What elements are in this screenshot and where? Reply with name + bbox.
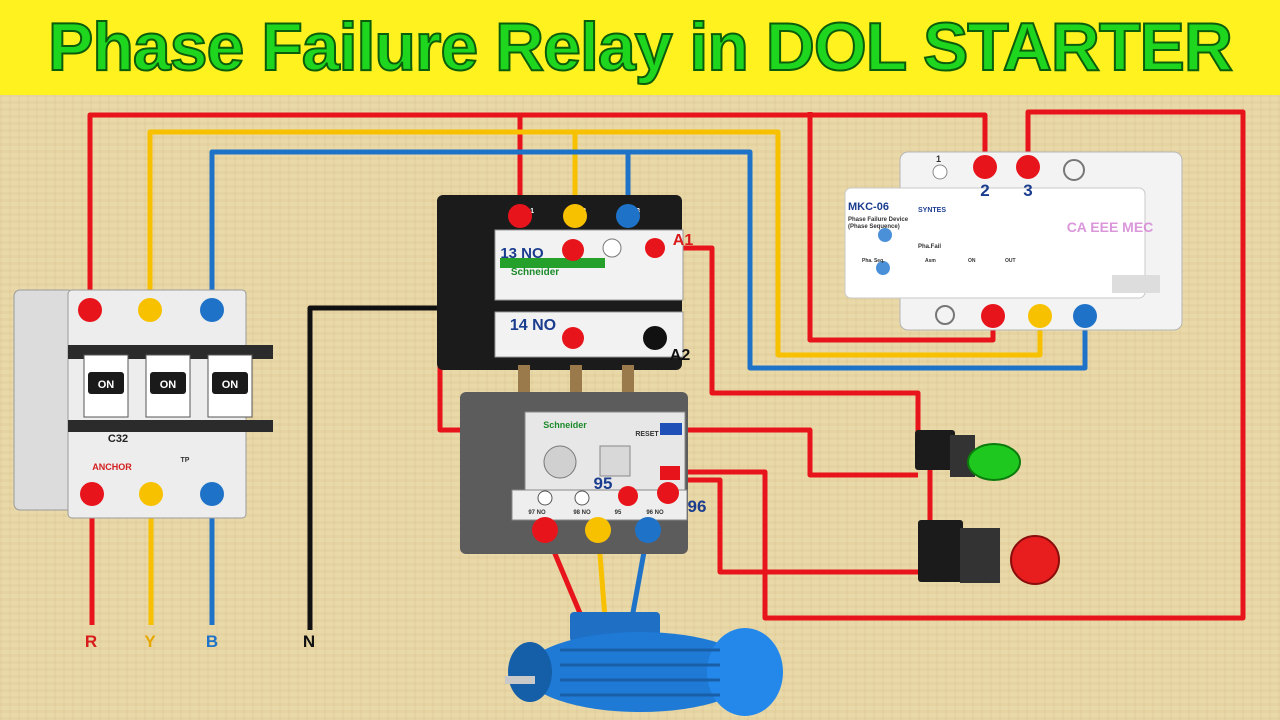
contactor-terminal-14[interactable] [562, 327, 584, 349]
relay-indicator-1: Pha. Seq. [862, 258, 885, 264]
contactor-terminal-a1[interactable] [645, 238, 665, 258]
title-bar [0, 0, 1280, 95]
terminal-96-label: 96 [688, 497, 707, 516]
breaker-terminal-r-out[interactable] [80, 482, 104, 506]
breaker-pole-1-label: ON [98, 379, 115, 391]
relay-terminal-1[interactable] [932, 164, 948, 180]
breaker-terminal-y-in[interactable] [138, 298, 162, 322]
overload-98-no: 98 NO [573, 510, 591, 516]
relay-watermark: CA EEE MEC [1067, 219, 1154, 235]
relay-terminal-r[interactable] [981, 304, 1005, 328]
relay-terminal-1-label: 1 [936, 154, 941, 164]
breaker-terminal-b-out[interactable] [200, 482, 224, 506]
overload-96-no: 96 NO [646, 510, 664, 516]
wire-y-supply [147, 129, 1043, 358]
aux-14-no-label: 14 NO [510, 317, 556, 334]
contactor-terminal-l2[interactable] [563, 204, 587, 228]
contactor-screw [602, 238, 622, 258]
overload-95-small: 95 [615, 510, 622, 516]
coil-a2-label: A2 [670, 347, 691, 364]
breaker-terminal-b-in[interactable] [200, 298, 224, 322]
coil-a1-label: A1 [673, 232, 694, 249]
relay-terminal-3[interactable] [1016, 155, 1040, 179]
aux-13-no-label: 13 NO [500, 245, 544, 262]
relay-brand: SYNTES [918, 207, 946, 214]
breaker-toggle-1[interactable] [88, 372, 124, 394]
wire-r-supply [87, 112, 988, 310]
breaker-terminal-y-out[interactable] [139, 482, 163, 506]
contactor-terminal-13[interactable] [562, 239, 584, 261]
overload-brand: Schneider [543, 420, 587, 430]
breaker-toggle-2[interactable] [150, 372, 186, 394]
wire-relay-3 [670, 109, 1246, 621]
breaker-brand: ANCHOR [92, 462, 132, 472]
overload-current-dial[interactable] [543, 445, 577, 479]
start-button-cap[interactable] [967, 443, 1021, 481]
breaker-terminal-r-in[interactable] [78, 298, 102, 322]
start-push-button[interactable] [915, 430, 1021, 481]
relay-sequence-knob[interactable] [878, 228, 892, 242]
breaker-rating: C32 [108, 433, 128, 445]
relay-indicator-3: ON [968, 258, 976, 264]
contactor[interactable]: Schneider L1 L2 L3 13 NO 14 NO A1 A2 [437, 195, 693, 395]
relay-terminal-2-label: 2 [980, 181, 989, 200]
relay-terminal-3-label: 3 [1023, 181, 1032, 200]
contactor-brand: Schneider [511, 267, 559, 278]
motor-shaft [505, 676, 535, 684]
relay-desc-1: Phase Failure Device [848, 217, 909, 223]
breaker-pole-2-label: ON [160, 379, 177, 391]
relay-indicator-2: Asm [925, 258, 936, 264]
overload-terminal-95[interactable] [618, 486, 638, 506]
relay-terminal-4[interactable] [1063, 159, 1085, 181]
overload-out-b[interactable] [635, 517, 661, 543]
wire-b-supply [209, 149, 1088, 371]
contactor-terminal-l3[interactable] [616, 204, 640, 228]
overload-relay[interactable]: Schneider RESET 97 NO 98 NO 95 96 NO 95 … [460, 392, 706, 554]
wire-a1-to-start [655, 245, 921, 440]
terminal-95-label: 95 [594, 474, 613, 493]
relay-terminal-b[interactable] [1073, 304, 1097, 328]
phase-failure-relay[interactable]: MKC-06 Phase Failure Device (Phase Seque… [844, 151, 1183, 331]
relay-fail-knob[interactable] [876, 261, 890, 275]
relay-model: MKC-06 [848, 201, 889, 213]
overload-out-y[interactable] [585, 517, 611, 543]
supply-label-b: B [206, 632, 218, 651]
mcb-breaker[interactable]: ON ON ON C32 ANCHOR TP [13, 289, 273, 519]
stop-button-cap[interactable] [1010, 535, 1060, 585]
contactor-terminal-l1[interactable] [508, 204, 532, 228]
relay-terminal-y[interactable] [1028, 304, 1052, 328]
relay-terminal-2[interactable] [973, 155, 997, 179]
contactor-terminal-a2[interactable] [643, 326, 667, 350]
overload-97-no: 97 NO [528, 510, 546, 516]
overload-reset-button[interactable] [660, 423, 682, 435]
stop-push-button[interactable] [918, 520, 1060, 585]
supply-label-n: N [303, 632, 315, 651]
relay-desc-2: (Phase Sequence) [848, 224, 900, 230]
three-phase-motor-icon [505, 612, 783, 716]
breaker-pole-3-label: ON [222, 379, 239, 391]
breaker-pole-type: TP [181, 457, 190, 464]
overload-terminal-96[interactable] [657, 482, 679, 504]
overload-out-r[interactable] [532, 517, 558, 543]
supply-label-y: Y [144, 632, 156, 651]
breaker-toggle-3[interactable] [212, 372, 248, 394]
relay-indicator-4: OUT [1005, 258, 1016, 264]
relay-knob-label: Pha.Fail [918, 244, 941, 250]
overload-reset-label: RESET [635, 431, 659, 438]
page-title: Phase Failure Relay in DOL STARTER [47, 8, 1234, 86]
supply-label-r: R [85, 632, 97, 651]
